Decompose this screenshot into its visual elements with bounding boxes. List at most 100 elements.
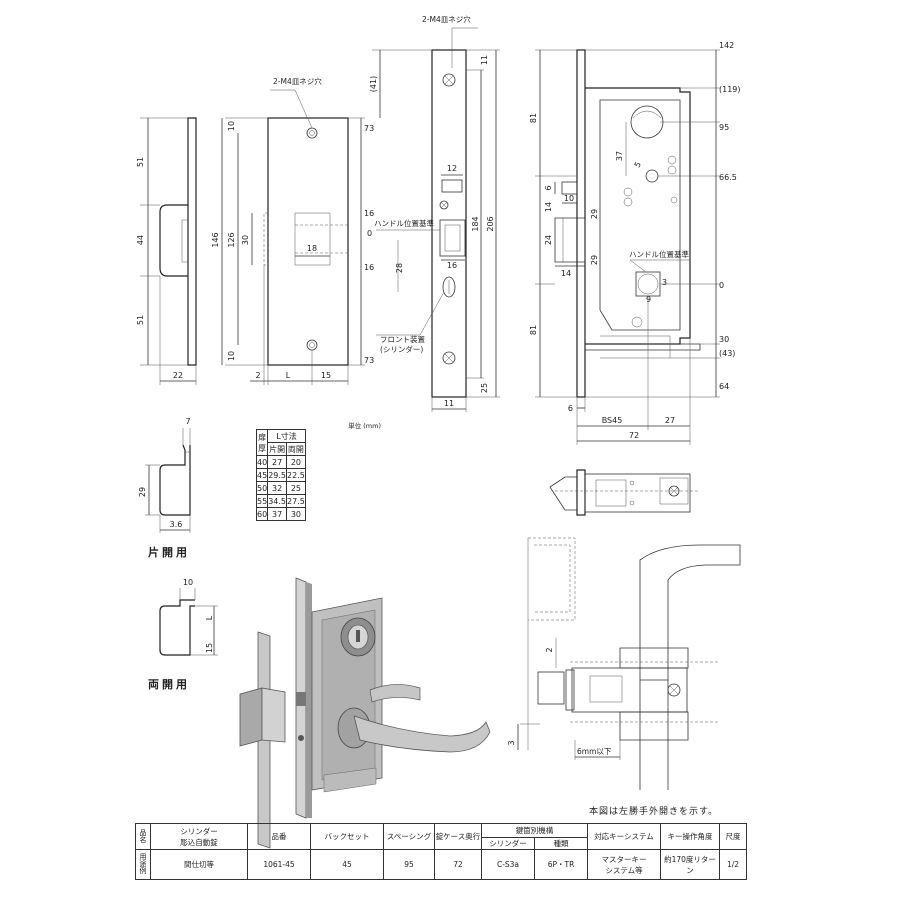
dim-strike-22: 22 [173,371,183,380]
dim-10-top: 10 [227,121,236,131]
dim-119: (119) [719,85,741,94]
dim-37: 37 [615,151,624,161]
spec-table: 品名 シリンダー彫込自動錠 品番 バックセット スペーシング 錠ケース奥行 鍵箇… [135,823,747,880]
drawing-note: 本図は左勝手外開きを示す。 [589,807,719,817]
dim-7: 7 [185,417,190,426]
table-row: 45 29.5 22.5 [255,468,306,482]
cell-double: 20 [286,455,306,469]
caption-double-open: 両開用 [148,678,190,691]
lock-side-view: 142 (119) 95 66.5 0 30 (43) 64 81 81 6 1… [529,41,741,445]
dim-11-top: 11 [480,55,489,65]
label-use: 用途例 [135,849,151,880]
header-door-thickness: 扉厚 [255,429,269,456]
installation-section: 2 3 6mm以下 [507,537,741,790]
dim-0: 0 [367,229,372,238]
dim-10-double: 10 [183,578,193,587]
dim-16-face: 16 [447,261,457,270]
product-photo [239,577,491,849]
header-scale: 尺度 [719,823,747,850]
dim-3-6: 3.6 [170,520,183,529]
dim-11-bottom: 25 [480,383,489,393]
dim-142: 142 [719,41,734,50]
table-row: 55 34.5 27.5 [255,494,306,508]
header-kind: 種類 [534,837,588,850]
header-cylinder: シリンダー [481,837,535,850]
dim-206: 206 [486,216,495,231]
label-front-device: フロント装置 [380,334,425,344]
cell-double: 22.5 [286,468,306,482]
header-spacing: スペーシング [383,823,435,850]
dim-bs45: BS45 [602,416,623,425]
dim-41: (41) [369,76,378,92]
strike-front-view: 146 126 10 10 30 2 L 15 73 73 16 0 16 18… [211,76,374,385]
cell-thickness: 40 [255,455,269,469]
label-screw-holes-top: 2-M4皿ネジ穴 [422,14,471,24]
dim-10-bottom: 10 [227,351,236,361]
dim-L-double: L [205,615,214,620]
header-single: 片開 [267,442,287,456]
header-key-angle: キー操作角度 [660,823,720,850]
header-case-depth: 錠ケース奥行 [434,823,482,850]
dim-81-bottom: 81 [529,325,538,335]
dim-side-6b: 6 [568,404,573,413]
dim-30: 30 [241,235,250,245]
cell-spacing: 95 [383,849,435,880]
dim-2: 2 [255,371,260,380]
dim-73-bottom: 73 [364,356,374,365]
table-row: 60 37 30 [255,507,306,521]
header-key-mechanism: 鍵箇別機構 [481,823,588,838]
dim-side-14: 14 [544,202,553,212]
cell-single: 27 [267,455,287,469]
header-name: 品名 [135,823,151,850]
cell-single: 37 [267,507,287,521]
dim-95: 95 [719,123,729,132]
dim-side-0: 0 [719,281,724,290]
dim-126: 126 [227,232,236,247]
dim-28: 28 [395,263,404,273]
cell-double: 25 [286,481,306,495]
cell-single: 29.5 [267,468,287,482]
cell-scale: 1/2 [719,849,747,880]
dim-27: 27 [665,416,675,425]
dim-strike-44: 44 [136,235,145,245]
dim-3: 3 [662,278,667,287]
dim-81-top: 81 [529,113,538,123]
spec-row: 用途例 間仕切等 1061-45 45 95 72 C-S3a 6P・TR マス… [135,849,747,880]
dim-side-24: 24 [544,235,553,245]
cell-thickness: 45 [255,468,269,482]
table-unit: 単位 (mm) [348,422,381,430]
cell-product-no: 1061-45 [247,849,311,880]
cell-double: 27.5 [286,494,306,508]
header-type: シリンダー彫込自動錠 [150,823,248,850]
dim-side-6: 6 [544,185,553,190]
dim-72: 72 [629,431,639,440]
dim-side-30: 30 [719,335,729,344]
dim-29-top: 29 [590,209,599,219]
label-screw-holes-left: 2-M4皿ネジ穴 [273,76,322,86]
dim-29-strike: 29 [138,487,147,497]
dim-12: 12 [447,164,457,173]
dim-L: L [286,371,291,380]
header-key-system: 対応キーシステム [587,823,661,850]
caption-single-open: 片開用 [148,545,190,559]
cell-key-system: マスターキーシステム等 [587,849,661,880]
dim-15: 15 [321,371,331,380]
dim-9: 9 [646,295,651,304]
cell-thickness: 55 [255,494,269,508]
dim-16-bottom: 16 [364,263,374,272]
cell-kind: 6P・TR [534,849,588,880]
dim-184: 184 [471,216,480,231]
label-6mm-limit: 6mm以下 [577,747,612,756]
dim-18: 18 [307,244,317,253]
lock-top-view [549,469,700,516]
header-backset: バックセット [310,823,384,850]
dim-install-2: 2 [545,647,554,652]
dim-146: 146 [211,232,220,247]
cell-single: 32 [267,481,287,495]
cell-key-angle: 約170度リターン [660,849,720,880]
cell-cylinder: C-S3a [481,849,535,880]
cell-thickness: 60 [255,507,269,521]
dim-66-5: 66.5 [719,173,737,182]
cell-use: 間仕切等 [150,849,248,880]
table-row: 40 27 20 [255,455,306,469]
